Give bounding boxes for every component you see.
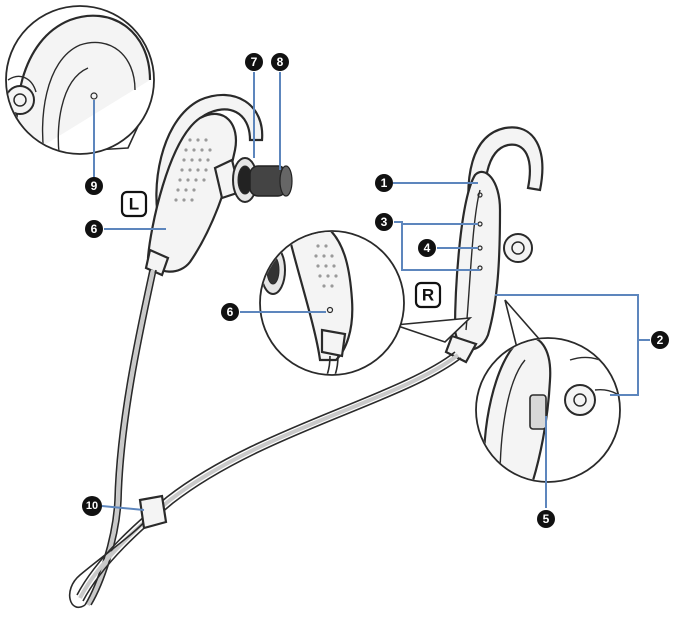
- svg-text:6: 6: [227, 305, 234, 319]
- svg-text:2: 2: [657, 333, 664, 347]
- callout-8: 8: [271, 53, 289, 71]
- left-earphone: [144, 94, 293, 277]
- callout-7: 7: [245, 53, 263, 71]
- callout-6-mid: 6: [221, 303, 239, 321]
- cord-slider: [138, 494, 168, 530]
- svg-text:7: 7: [251, 55, 258, 69]
- svg-text:1: 1: [381, 176, 388, 190]
- callout-2: 2: [651, 331, 669, 349]
- right-earphone: [444, 126, 544, 364]
- left-grille: [174, 138, 212, 202]
- callout-10: 10: [82, 496, 102, 516]
- callout-5: 5: [537, 510, 555, 528]
- detail-circle-hook: [5, 5, 155, 178]
- svg-text:3: 3: [381, 215, 388, 229]
- detail-circle-switch: [475, 299, 621, 483]
- detail-circle-junction: [259, 230, 473, 376]
- left-badge: L: [120, 190, 148, 218]
- svg-text:4: 4: [424, 241, 431, 255]
- cables: [68, 269, 462, 608]
- right-badge-label: R: [422, 286, 434, 305]
- left-badge-label: L: [129, 195, 139, 214]
- callout-4: 4: [418, 239, 436, 257]
- right-badge: R: [414, 281, 442, 309]
- svg-text:5: 5: [543, 512, 550, 526]
- callout-9: 9: [85, 177, 103, 195]
- svg-text:6: 6: [91, 222, 98, 236]
- left-ear-tip: [213, 157, 293, 203]
- svg-text:9: 9: [91, 179, 98, 193]
- svg-text:10: 10: [86, 500, 98, 512]
- callout-6-left: 6: [85, 220, 103, 238]
- callout-1: 1: [375, 174, 393, 192]
- leader-lines: [101, 72, 650, 511]
- callout-3: 3: [375, 213, 393, 231]
- svg-text:8: 8: [277, 55, 284, 69]
